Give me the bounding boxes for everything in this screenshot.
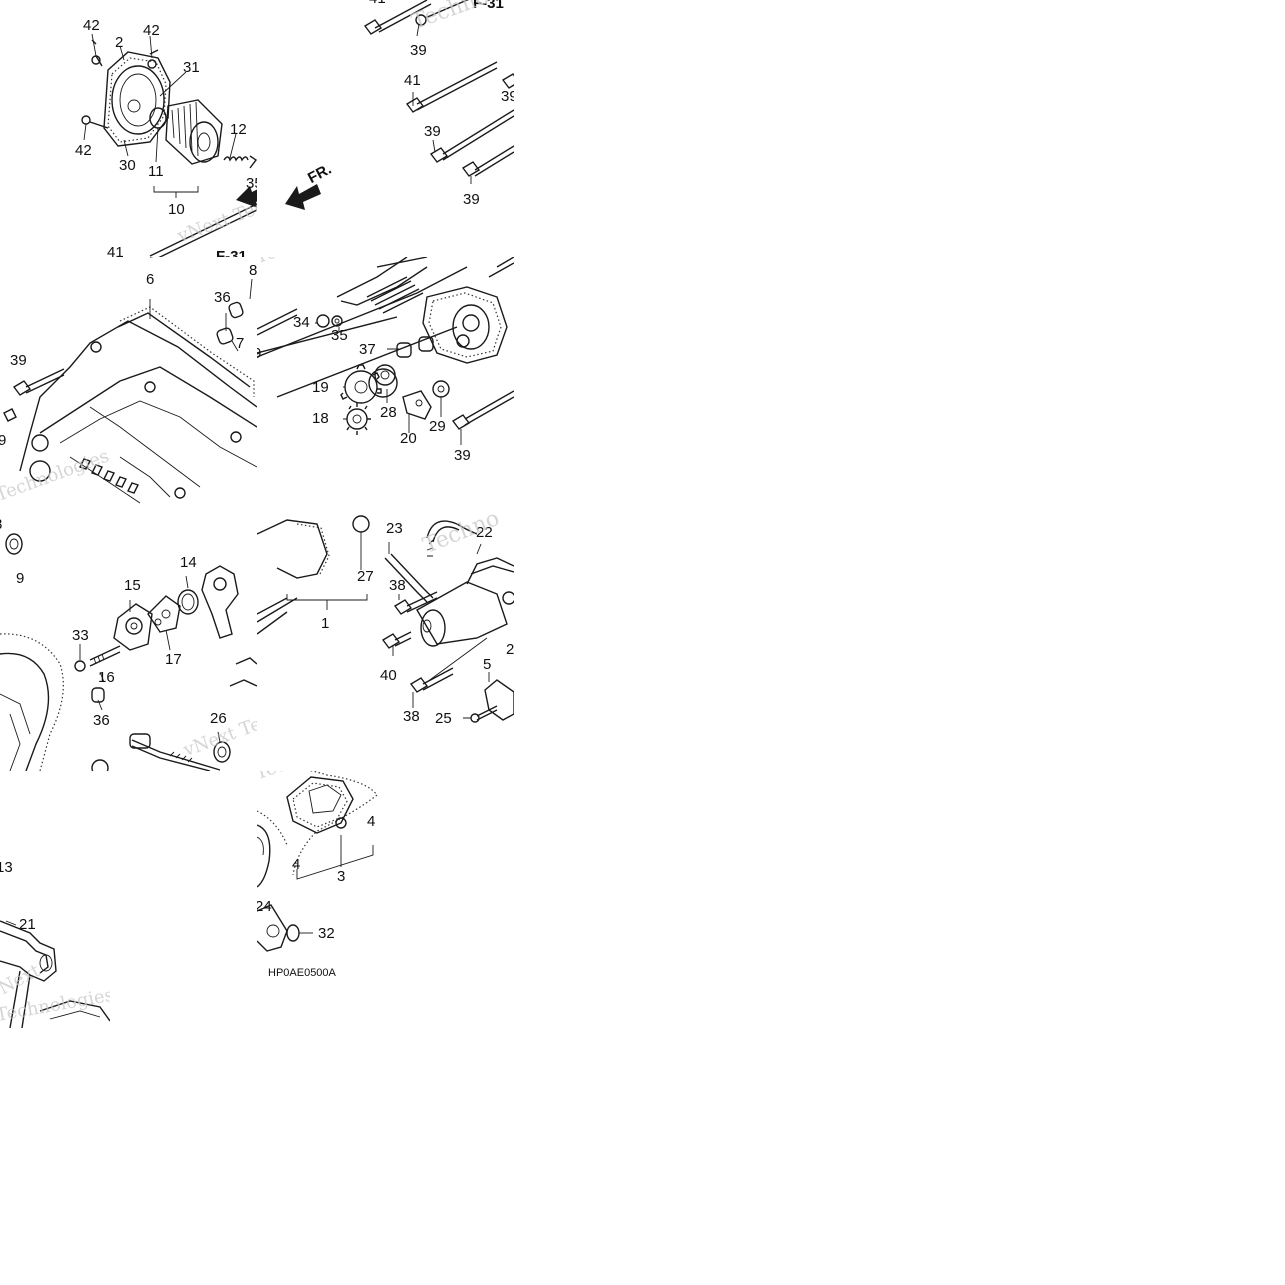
callout-25: 25 — [435, 710, 452, 727]
callout-27: 27 — [357, 568, 374, 585]
callout-7: 7 — [236, 335, 245, 352]
callout-6: 6 — [146, 271, 155, 288]
tile-oil-filter: 42 2 42 31 42 30 11 12 35 10 41 vNext Te… — [0, 0, 257, 257]
callout-41-mid: 41 — [404, 72, 421, 89]
callout-40: 40 — [380, 667, 397, 684]
callout-10: 10 — [168, 201, 185, 218]
callout-1: 1 — [321, 615, 330, 632]
sheet-ref-top: F-31 — [473, 0, 504, 12]
front-arrow-icon — [285, 184, 321, 210]
tile-crankcase-lower: 13 21 vNext Technologies — [0, 771, 110, 1028]
callout-11: 11 — [148, 163, 164, 180]
callout-4-b: 4 — [367, 813, 376, 830]
callout-42-a: 42 — [83, 17, 100, 34]
callout-39-right: 39 — [501, 88, 514, 105]
callout-24: 24 — [257, 898, 272, 915]
oil-filter-drawing — [81, 33, 257, 257]
callout-32: 32 — [318, 925, 335, 942]
callout-14: 14 — [180, 554, 197, 571]
shift-parts-drawing — [0, 533, 257, 771]
callout-21: 21 — [19, 916, 36, 933]
sheet-ref-mid: F-31 — [216, 248, 247, 257]
callout-9-shift: 9 — [16, 570, 25, 587]
callout-37: 37 — [359, 341, 376, 358]
callout-5: 5 — [483, 656, 492, 673]
crankcase-lower-drawing — [0, 920, 110, 1028]
tile-shift-parts: 8 9 14 15 33 16 17 36 26 vNext Technolog… — [0, 514, 257, 771]
callout-19: 19 — [312, 379, 329, 396]
callout-38-low: 38 — [403, 708, 420, 725]
callout-3: 3 — [337, 868, 346, 885]
callout-23: 23 — [386, 520, 403, 537]
callout-20: 20 — [400, 430, 417, 447]
drawing-code: HP0AE0500A — [268, 967, 336, 979]
callout-26: 26 — [210, 710, 227, 727]
callout-41-top: 41 — [369, 0, 386, 6]
bolts-drawing — [285, 0, 514, 210]
callout-9-left: 9 — [0, 432, 7, 449]
left-cover-drawing — [3, 257, 257, 504]
callout-4-a: 4 — [292, 856, 301, 873]
tile-gears: 9 34 35 37 19 28 18 20 29 39 Technolog — [257, 257, 514, 514]
callout-39-top: 39 — [410, 42, 427, 59]
callout-17: 17 — [165, 651, 182, 668]
tile-cover-gasket: 4 4 3 24 32 HP0AE0500A Technolog — [257, 771, 385, 1028]
callout-28: 28 — [380, 404, 397, 421]
callout-8-shift: 8 — [0, 517, 2, 532]
callout-42-c: 42 — [75, 142, 92, 159]
cover-gasket-drawing — [257, 771, 378, 952]
callout-16: 16 — [98, 669, 115, 686]
callout-39-gears: 39 — [454, 447, 471, 464]
callout-12: 12 — [230, 121, 247, 138]
callout-2: 2 — [115, 34, 124, 51]
callout-36-shift: 36 — [93, 712, 110, 729]
tile-left-cover: 6 36 8 7 39 9 Technologies — [0, 257, 257, 514]
callout-42-b: 42 — [143, 22, 160, 39]
callout-35-gears: 35 — [331, 327, 348, 344]
gears-drawing — [257, 257, 514, 445]
callout-34: 34 — [293, 314, 310, 331]
callout-15: 15 — [124, 577, 141, 594]
callout-41: 41 — [107, 244, 124, 257]
callout-33: 33 — [72, 627, 89, 644]
starter-drawing — [257, 515, 514, 723]
callout-39-low: 39 — [463, 191, 480, 208]
callout-31: 31 — [183, 59, 200, 76]
callout-2-starter: 2 — [506, 641, 514, 658]
callout-8: 8 — [249, 262, 257, 279]
callout-9-gears: 9 — [257, 345, 262, 362]
callout-22: 22 — [476, 524, 493, 541]
callout-29: 29 — [429, 418, 446, 435]
tile-starter: 23 22 27 38 1 40 5 2 38 25 Techno — [257, 514, 514, 771]
callout-38-top: 38 — [389, 577, 406, 594]
callout-35: 35 — [246, 175, 257, 192]
callout-39-mid: 39 — [424, 123, 441, 140]
callout-18: 18 — [312, 410, 329, 427]
callout-36: 36 — [214, 289, 231, 306]
callout-39-left: 39 — [10, 352, 27, 369]
callout-13: 13 — [0, 859, 13, 876]
callout-30: 30 — [119, 157, 136, 174]
tile-bolts-top: 41 39 41 39 39 39 FR. F-31 Techno — [257, 0, 514, 257]
